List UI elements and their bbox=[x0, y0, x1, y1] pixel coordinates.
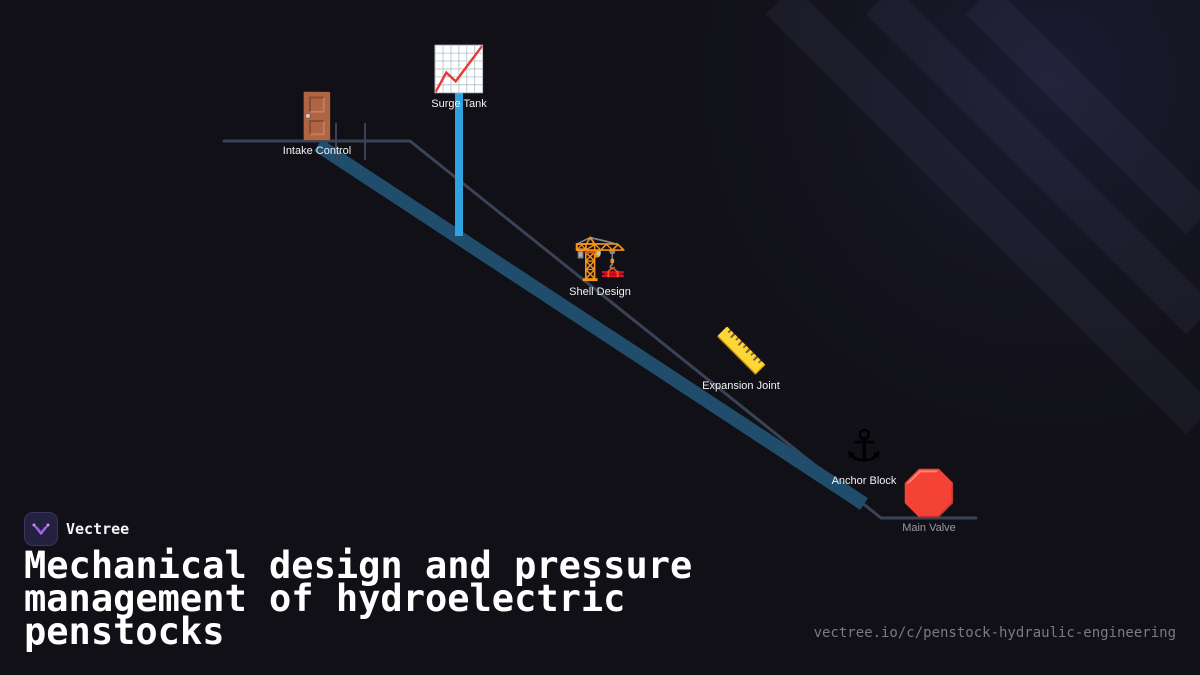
node-intake-control: 🚪 Intake Control bbox=[282, 91, 352, 158]
page-url[interactable]: vectree.io/c/penstock-hydraulic-engineer… bbox=[813, 625, 1176, 641]
node-label: Surge Tank bbox=[431, 98, 487, 110]
node-label: Anchor Block bbox=[831, 475, 897, 487]
node-label: Shell Design bbox=[569, 286, 631, 298]
penstock-pipe bbox=[314, 139, 868, 510]
node-label: Intake Control bbox=[282, 145, 352, 157]
node-label: Main Valve bbox=[902, 522, 956, 534]
node-shell-design: 🏗️ Shell Design bbox=[569, 232, 631, 299]
node-anchor-block: ⚓ Anchor Block bbox=[831, 421, 897, 488]
node-main-valve: 🛑 Main Valve bbox=[901, 468, 957, 535]
page-title: Mechanical design and pressure managemen… bbox=[24, 544, 693, 653]
stop-sign-icon: 🛑 bbox=[901, 468, 957, 519]
node-expansion-joint: 📏 Expansion Joint bbox=[702, 326, 780, 393]
door-icon: 🚪 bbox=[289, 91, 345, 142]
anchor-icon: ⚓ bbox=[844, 421, 884, 472]
intake-gate-lines bbox=[335, 123, 366, 160]
brand: Vectree bbox=[24, 512, 129, 546]
chart-increasing-icon: 📈 bbox=[431, 44, 487, 95]
ruler-icon: 📏 bbox=[713, 326, 769, 377]
vectree-logo-icon bbox=[24, 512, 58, 546]
node-surge-tank: 📈 Surge Tank bbox=[431, 44, 487, 111]
brand-name: Vectree bbox=[66, 520, 130, 538]
surge-tank-shaft bbox=[455, 92, 463, 236]
construction-crane-icon: 🏗️ bbox=[572, 232, 628, 283]
node-label: Expansion Joint bbox=[702, 380, 780, 392]
terrain-profile bbox=[222, 139, 978, 520]
